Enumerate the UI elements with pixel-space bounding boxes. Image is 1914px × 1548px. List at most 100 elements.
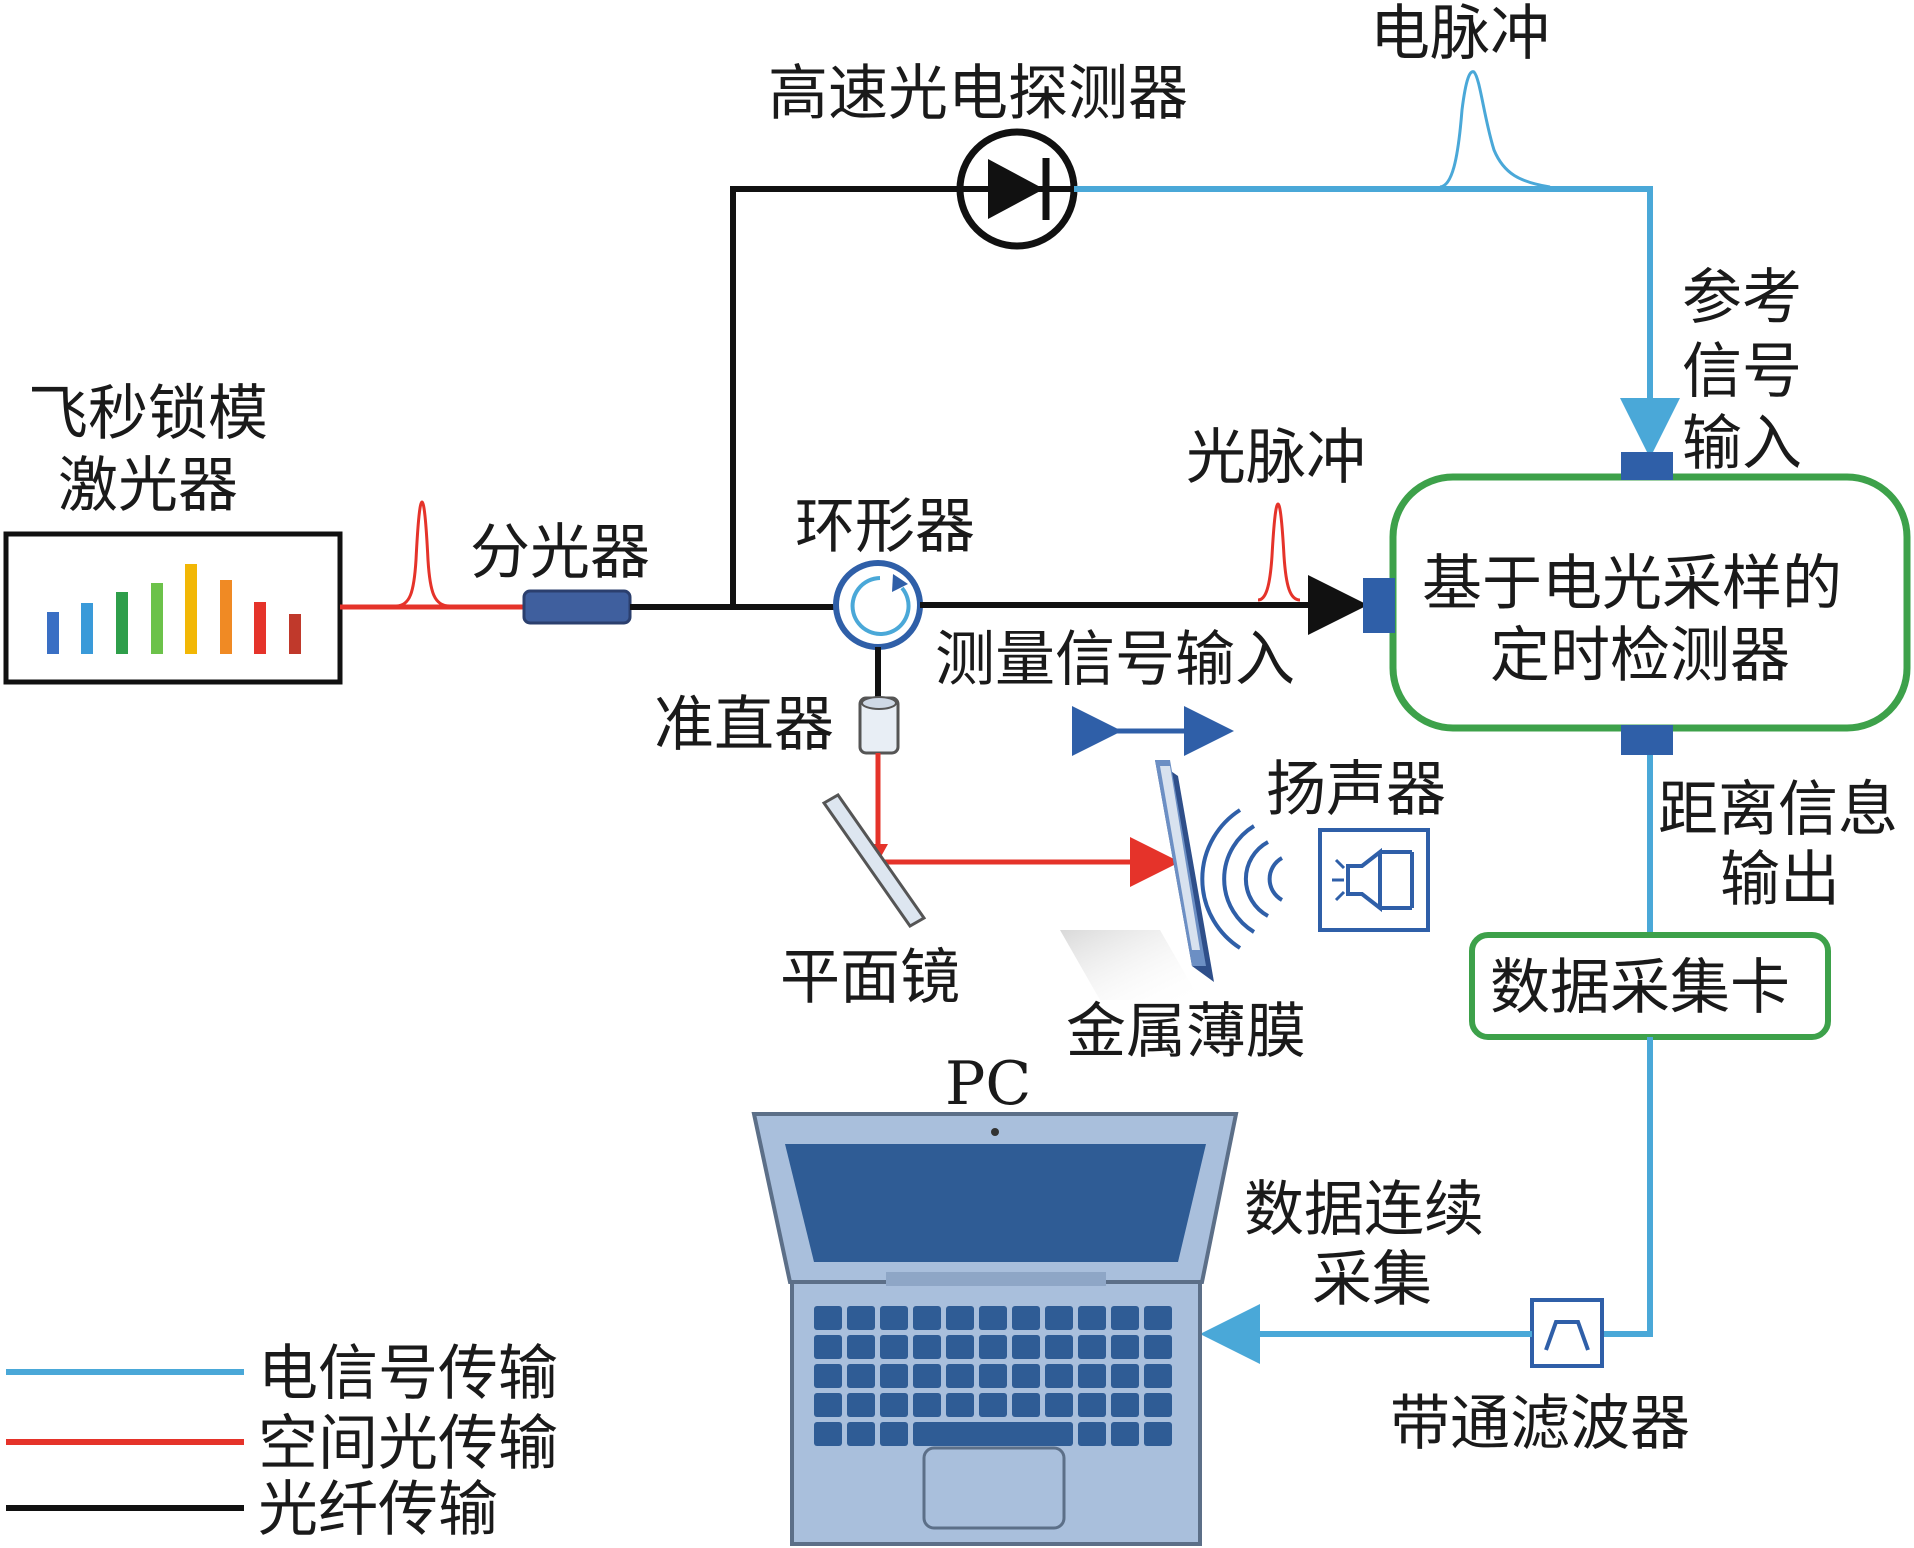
keyboard-key [1078, 1364, 1106, 1388]
keyboard-key [1045, 1364, 1073, 1388]
keyboard-key [979, 1335, 1007, 1359]
keyboard-key [1111, 1335, 1139, 1359]
speaker-icon [1318, 828, 1430, 932]
measure-input-label: 测量信号输入 [935, 625, 1295, 695]
keyboard-key [847, 1364, 875, 1388]
keyboard-key [814, 1393, 842, 1417]
keyboard-key [979, 1364, 1007, 1388]
distance-label-line2: 输出 [1720, 845, 1840, 915]
keyboard-key [1045, 1306, 1073, 1330]
keyboard-key [1012, 1393, 1040, 1417]
metal-film-icon [1060, 760, 1214, 1000]
femtosecond-laser [3, 531, 343, 685]
daq-card-label: 数据采集卡 [1490, 953, 1790, 1023]
keyboard-key [880, 1422, 908, 1446]
electric-pulse-waveform [1439, 70, 1551, 189]
fiber-to-photodetector [730, 186, 960, 607]
keyboard-key [979, 1306, 1007, 1330]
keyboard-key [880, 1364, 908, 1388]
keyboard-key [847, 1306, 875, 1330]
electric-reference-line [1074, 186, 1680, 458]
keyboard-spacebar [913, 1422, 1073, 1446]
keyboard-key [1144, 1393, 1172, 1417]
continuous-label-line1: 数据连续 [1244, 1175, 1484, 1245]
keyboard-key [946, 1393, 974, 1417]
spectrum-bars [47, 564, 301, 654]
detector-label-line1: 基于电光采样的 [1422, 549, 1842, 619]
splitter-device [522, 589, 632, 625]
electric-pulse-label: 电脉冲 [1370, 0, 1550, 69]
keyboard-key [814, 1364, 842, 1388]
keyboard-key [814, 1306, 842, 1330]
laser-label-line1: 飞秒锁模 [28, 379, 268, 449]
keyboard-key [913, 1364, 941, 1388]
keyboard-key [847, 1422, 875, 1446]
metal-film-label: 金属薄膜 [1066, 997, 1306, 1067]
detector-port-output [1621, 725, 1673, 755]
keyboard-key [1045, 1335, 1073, 1359]
keyboard [814, 1306, 1172, 1446]
splitter-label: 分光器 [470, 518, 650, 588]
keyboard-key [979, 1393, 1007, 1417]
detector-port-reference [1621, 452, 1673, 480]
sound-waves-icon [1200, 808, 1284, 950]
spectrum-bar [81, 603, 93, 654]
spectrum-bar [151, 583, 163, 654]
keyboard-key [913, 1393, 941, 1417]
keyboard-key [946, 1306, 974, 1330]
laptop-icon [751, 1112, 1239, 1546]
keyboard-key [1012, 1364, 1040, 1388]
legend-label-fiber: 光纤传输 [258, 1475, 498, 1545]
keyboard-key [880, 1335, 908, 1359]
keyboard-key [913, 1335, 941, 1359]
mirror-label: 平面镜 [780, 943, 960, 1013]
optical-pulse-label: 光脉冲 [1186, 423, 1366, 493]
spectrum-bar [289, 614, 301, 654]
keyboard-key [1144, 1306, 1172, 1330]
photodiode-icon [956, 128, 1078, 250]
collimator-icon [858, 696, 900, 755]
keyboard-key [1078, 1335, 1106, 1359]
spectrum-bar [47, 612, 59, 654]
reference-label-line3: 输入 [1682, 409, 1802, 479]
continuous-label-line2: 采集 [1312, 1245, 1432, 1315]
keyboard-key [1078, 1422, 1106, 1446]
pc-label: PC [945, 1049, 1031, 1119]
circulator-icon [833, 560, 923, 650]
spectrum-bar [116, 592, 128, 654]
distance-label-line1: 距离信息 [1658, 775, 1898, 845]
reference-label-line2: 信号 [1682, 337, 1802, 407]
keyboard-key [880, 1393, 908, 1417]
photodetector-label: 高速光电探测器 [768, 59, 1188, 129]
detector-port-measure [1363, 578, 1395, 633]
legend: 电信号传输 空间光传输 光纤传输 [6, 1339, 558, 1545]
detector-label-line2: 定时检测器 [1490, 621, 1790, 691]
keyboard-key [1078, 1393, 1106, 1417]
reference-label-line1: 参考 [1682, 263, 1802, 333]
keyboard-key [946, 1364, 974, 1388]
keyboard-key [946, 1335, 974, 1359]
bandpass-filter-icon [1530, 1298, 1604, 1368]
space-light-path [875, 753, 1180, 887]
spectrum-bar [185, 564, 197, 654]
spectrum-bar [254, 602, 266, 654]
keyboard-key [1111, 1393, 1139, 1417]
spectrum-bar [220, 580, 232, 654]
keyboard-key [814, 1335, 842, 1359]
keyboard-key [1045, 1393, 1073, 1417]
laser-label-line2: 激光器 [58, 451, 238, 521]
keyboard-key [880, 1306, 908, 1330]
keyboard-key [1144, 1335, 1172, 1359]
circulator-label: 环形器 [795, 492, 975, 562]
optical-pulse-waveform-1 [395, 500, 451, 608]
collimator-label: 准直器 [654, 690, 834, 760]
speaker-label: 扬声器 [1266, 755, 1446, 825]
keyboard-key [847, 1393, 875, 1417]
plane-mirror-icon [821, 793, 927, 928]
legend-label-space-light: 空间光传输 [258, 1409, 558, 1479]
keyboard-key [1111, 1364, 1139, 1388]
electric-daq-to-filter [1603, 1037, 1653, 1337]
keyboard-key [1144, 1422, 1172, 1446]
keyboard-key [1111, 1422, 1139, 1446]
touchpad [922, 1446, 1066, 1530]
